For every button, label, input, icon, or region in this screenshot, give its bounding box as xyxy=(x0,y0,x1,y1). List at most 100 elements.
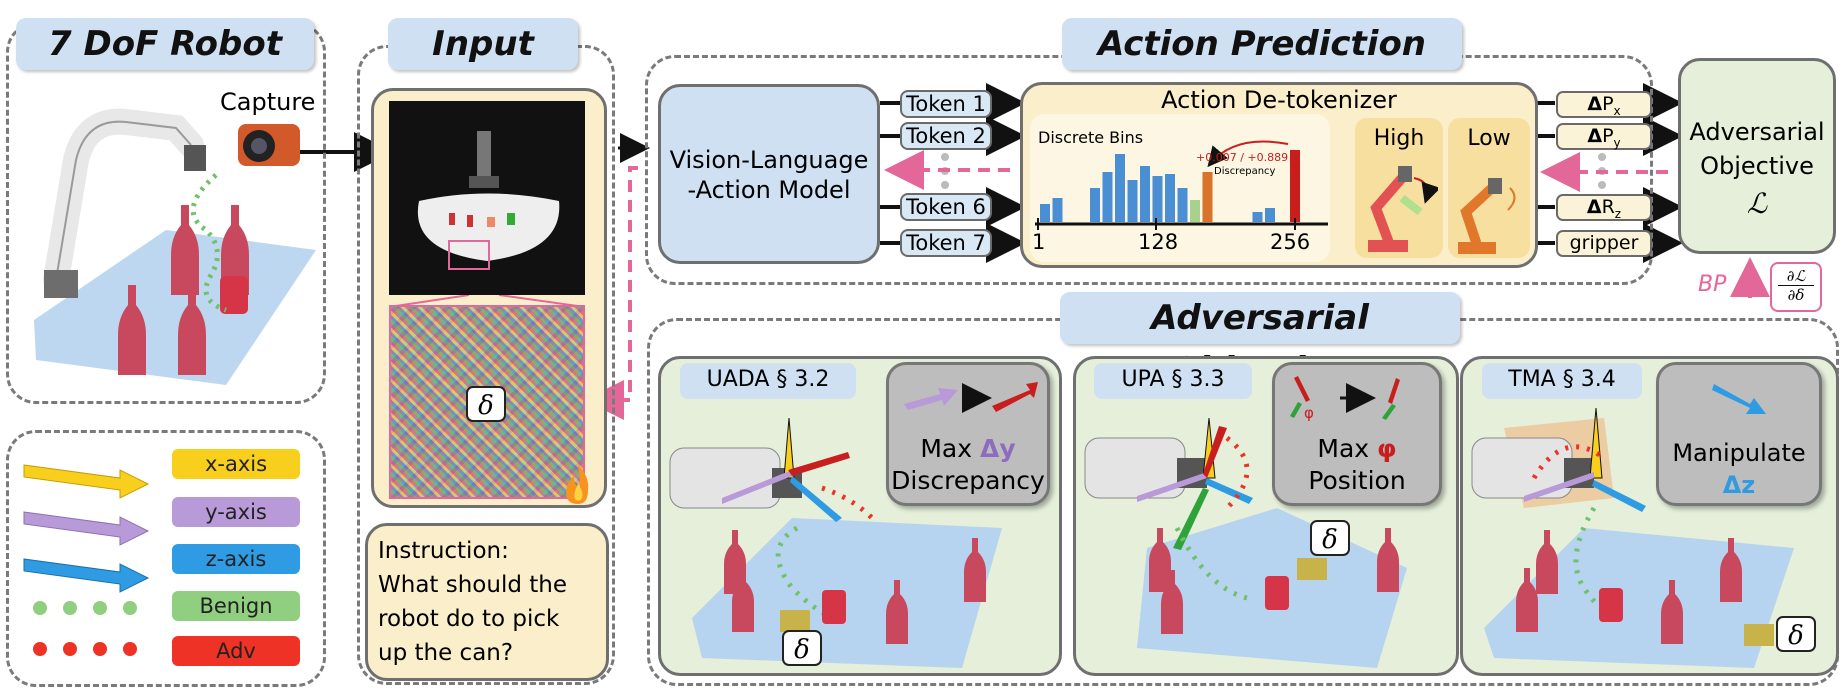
high-arm-icon xyxy=(1368,166,1438,252)
histogram-bar xyxy=(1177,188,1188,222)
discrepancy-value-b: +0.889 xyxy=(1247,151,1289,164)
discrepancy-values: +0.007 / +0.889 xyxy=(1196,151,1288,164)
gradient-numerator: ∂ℒ xyxy=(1778,267,1814,286)
histogram-bar xyxy=(1102,172,1113,222)
adv-objective-title: Adversarial Objective xyxy=(1060,292,1460,390)
legend-y-axis: y-axis xyxy=(172,497,300,527)
output-dpx: ΔPx xyxy=(1556,91,1652,118)
upa-card-line2: Position xyxy=(1308,466,1406,495)
output-dpy: ΔPy xyxy=(1556,123,1652,150)
bin-tick-1: 1 xyxy=(1032,230,1046,254)
bin-tick-128: 128 xyxy=(1138,230,1179,254)
histogram-bar xyxy=(1140,166,1150,222)
low-label: Low xyxy=(1467,126,1511,151)
legend-benign: Benign xyxy=(172,591,300,621)
output-dpy-sub: y xyxy=(1613,135,1621,150)
histogram-bar xyxy=(1152,176,1163,222)
capture-label: Capture xyxy=(220,88,316,116)
uada-scene xyxy=(669,417,1002,668)
legend-adv: Adv xyxy=(172,636,300,666)
uada-card-sym: Δy xyxy=(979,434,1016,463)
upa-label: UPA § 3.3 xyxy=(1094,363,1252,399)
uada-card-arrows xyxy=(904,382,1038,413)
discrepancy-value-a: +0.007 / xyxy=(1196,151,1248,164)
tma-card-sym: Δz xyxy=(1722,471,1756,499)
adversarial-objective-box: Adversarial Objective ℒ xyxy=(1678,58,1836,254)
gradient-box: ∂ℒ ∂δ xyxy=(1770,262,1822,312)
uada-card-max: Max xyxy=(920,434,980,463)
output-dpy-main: P xyxy=(1602,125,1614,147)
histogram-bar xyxy=(1115,154,1125,222)
action-title: Action Prediction xyxy=(1062,18,1462,70)
instruction-line-3: robot do to pick xyxy=(378,606,560,632)
bin-tick-256: 256 xyxy=(1270,230,1311,254)
upa-card-max: Max xyxy=(1317,434,1370,463)
histogram-bar xyxy=(1127,180,1138,222)
vla-line-1: Vision-Language xyxy=(669,146,869,174)
output-drz-sub: z xyxy=(1614,206,1622,221)
tma-delta: δ xyxy=(1776,616,1816,652)
output-dpy-sym: Δ xyxy=(1587,125,1603,147)
upa-card-line1: Max φ xyxy=(1275,433,1439,465)
token-1: Token 1 xyxy=(900,90,992,118)
bp-label: BP xyxy=(1698,272,1727,297)
histogram-bar xyxy=(1052,198,1063,222)
detokenizer-title: Action De-tokenizer xyxy=(1161,86,1397,114)
tma-label: TMA § 3.4 xyxy=(1482,363,1642,399)
low-arm-icon xyxy=(1458,178,1516,254)
gradient-denominator: ∂δ xyxy=(1787,286,1805,304)
tma-card-line1: Manipulate xyxy=(1672,439,1806,467)
histogram-bar xyxy=(1252,212,1263,222)
input-title: Input xyxy=(388,18,578,70)
instruction-line-1: Instruction: xyxy=(378,538,509,564)
robot-scene xyxy=(34,108,316,385)
legend-x-axis: x-axis xyxy=(172,449,300,479)
high-label: High xyxy=(1373,126,1425,151)
legend-panel xyxy=(6,430,326,687)
output-gripper: gripper xyxy=(1556,230,1652,257)
robot-title: 7 DoF Robot xyxy=(16,18,314,70)
histogram-bar xyxy=(1090,188,1100,222)
patch-delta-label: δ xyxy=(466,386,506,422)
fire-icon xyxy=(566,464,589,504)
output-dpx-sub: x xyxy=(1613,103,1621,118)
tma-card: Manipulate Δz xyxy=(1656,362,1822,506)
upa-card-arrows xyxy=(1290,376,1400,420)
histogram-bar xyxy=(1040,204,1050,222)
vla-line-2: -Action Model xyxy=(687,176,851,204)
bins-histogram xyxy=(1035,140,1328,230)
objective-line-1: Adversarial xyxy=(1689,118,1825,146)
tma-scene xyxy=(1471,407,1794,668)
bins-label: Discrete Bins xyxy=(1038,128,1144,147)
uada-card-line2: Discrepancy xyxy=(891,466,1045,495)
histogram-bar xyxy=(1265,208,1275,222)
upa-card-phi: φ xyxy=(1377,434,1397,463)
discrepancy-label: Discrepancy xyxy=(1214,166,1276,177)
output-drz: ΔRz xyxy=(1556,194,1652,221)
histogram-bar xyxy=(1165,174,1175,222)
vla-model-box: Vision-Language -Action Model xyxy=(658,84,880,264)
uada-delta: δ xyxy=(782,630,822,666)
upa-delta: δ xyxy=(1310,520,1350,556)
token-6: Token 6 xyxy=(900,193,992,221)
uada-card-line1: Max Δy xyxy=(889,433,1047,465)
backprop-arrow-3 xyxy=(584,166,638,420)
instruction-line-2: What should the xyxy=(378,572,567,598)
histogram-bar xyxy=(1190,200,1200,222)
output-dpx-sym: Δ xyxy=(1587,93,1603,115)
output-dpx-main: P xyxy=(1602,93,1614,115)
tma-card-arrow xyxy=(1712,384,1766,414)
output-drz-sym: Δ xyxy=(1586,196,1602,218)
histogram-bar xyxy=(1202,172,1213,222)
upa-phi-small: φ xyxy=(1304,404,1314,422)
objective-line-2: Objective xyxy=(1700,152,1814,180)
camera-frame xyxy=(389,101,585,295)
legend-z-axis: z-axis xyxy=(172,544,300,574)
histogram-bar xyxy=(1290,150,1300,222)
output-drz-main: R xyxy=(1601,196,1615,218)
instruction-line-4: up the can? xyxy=(378,640,514,666)
uada-label: UADA § 3.2 xyxy=(680,363,856,399)
token-2: Token 2 xyxy=(900,122,992,150)
